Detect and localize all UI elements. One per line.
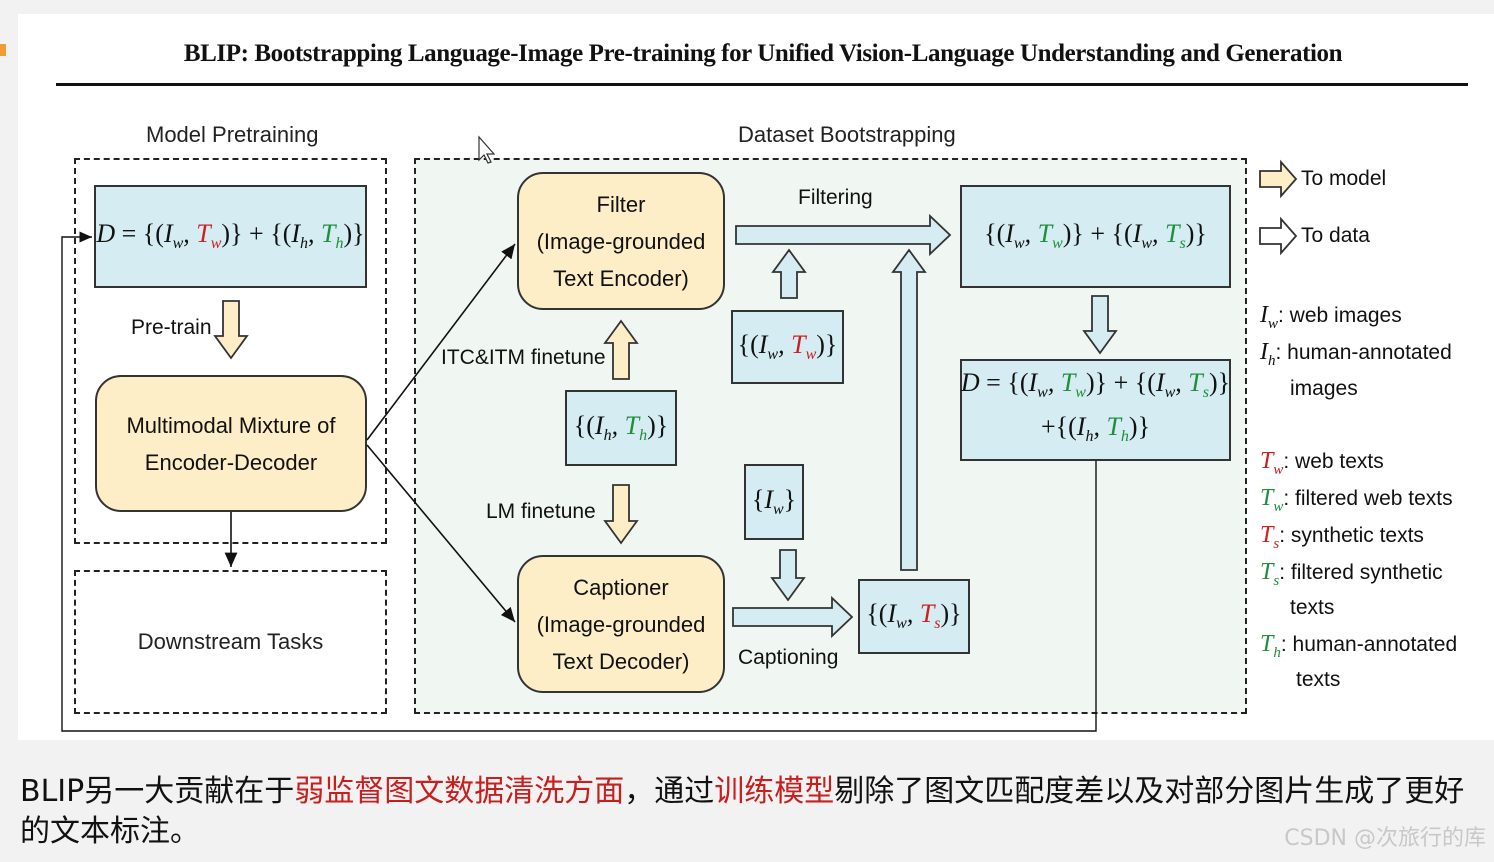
- legend-to-data-arrow: [1259, 216, 1298, 256]
- legend-to-data: To data: [1301, 224, 1370, 247]
- lm-finetune-arrow: [603, 484, 639, 545]
- mixture-line-2: Encoder-Decoder: [144, 449, 318, 475]
- legend-th: Th: human-annotated: [1260, 631, 1458, 661]
- filter-model-box: Filter (Image-grounded Text Encoder): [517, 172, 725, 310]
- slide-caption: BLIP另一大贡献在于弱监督图文数据清洗方面，通过训练模型剔除了图文匹配度差以及…: [20, 772, 1490, 852]
- legend-ts-red-text: : synthetic texts: [1279, 524, 1424, 547]
- slide-title: BLIP: Bootstrapping Language-Image Pre-t…: [183, 40, 1343, 67]
- watermark: CSDN @次旅行的库: [1284, 826, 1486, 851]
- legend-tw-red: Tw: web texts: [1260, 448, 1384, 478]
- filter-line-3: Text Encoder): [553, 265, 689, 291]
- captioner-line-2: (Image-grounded: [536, 611, 706, 637]
- mouse-cursor-icon: [478, 135, 496, 164]
- web-pairs-box: {(Iw, Tw)}: [731, 310, 844, 384]
- caption-part-1: BLIP另一大贡献在于: [20, 774, 295, 809]
- legend-tw-red-text: : web texts: [1283, 450, 1384, 473]
- legend-ih-text: : human-annotated: [1275, 341, 1452, 364]
- section-model-pretraining: Model Pretraining: [146, 122, 319, 147]
- synthetic-pairs-box: {(Iw, Ts)}: [858, 579, 970, 654]
- pretrain-arrow: [213, 300, 249, 360]
- downstream-label: Downstream Tasks: [137, 629, 324, 654]
- web-images-down-arrow: [770, 549, 806, 602]
- legend-ts-green: Ts: filtered synthetic: [1260, 559, 1443, 589]
- itc-itm-arrow: [603, 319, 639, 380]
- web-images-box: {Iw}: [744, 464, 804, 540]
- lm-finetune-label: LM finetune: [486, 500, 596, 523]
- legend-ih-cont: images: [1290, 377, 1358, 400]
- legend-iw: Iw: web images: [1260, 302, 1402, 332]
- bootstrapped-dataset-box: D = {(Iw, Tw)} + {(Iw, Ts)} +{(Ih, Th)}: [960, 359, 1231, 461]
- filtering-arrow: [735, 213, 952, 257]
- mixture-line-1: Multimodal Mixture of: [126, 412, 336, 438]
- caption-part-2: ，通过: [624, 774, 715, 809]
- caption-highlight-2: 训练模型: [714, 774, 835, 809]
- caption-part-3: 剔除了图文匹配度差以及对部分图片生成了更好的文本标注。: [20, 774, 1465, 849]
- filter-line-1: Filter: [596, 191, 646, 217]
- filtering-label: Filtering: [798, 186, 873, 209]
- downstream-region: Downstream Tasks: [74, 570, 387, 714]
- legend-tw-green: Tw: filtered web texts: [1260, 485, 1453, 515]
- pretrain-label: Pre-train: [131, 316, 212, 339]
- itc-itm-label: ITC&ITM finetune: [441, 346, 606, 369]
- legend-iw-text: : web images: [1278, 304, 1402, 327]
- mixture-model-box: Multimodal Mixture of Encoder-Decoder: [95, 375, 367, 512]
- legend-ts-red: Ts: synthetic texts: [1260, 522, 1424, 552]
- legend-tw-green-text: : filtered web texts: [1283, 487, 1453, 510]
- synthetic-up-arrow: [891, 248, 927, 571]
- captioner-line-3: Text Decoder): [552, 648, 690, 674]
- mixture-to-captioner-line: [366, 444, 516, 623]
- legend-to-model: To model: [1301, 167, 1387, 190]
- legend-ts-green-cont: texts: [1290, 596, 1335, 619]
- legend-th-text: : human-annotated: [1280, 633, 1458, 656]
- feedback-loop-line: [61, 231, 1097, 732]
- web-pairs-up-arrow: [771, 248, 807, 299]
- captioner-model-box: Captioner (Image-grounded Text Decoder): [517, 555, 725, 693]
- filter-line-2: (Image-grounded: [536, 228, 706, 254]
- filtered-down-arrow: [1082, 295, 1118, 355]
- section-dataset-bootstrapping: Dataset Bootstrapping: [738, 122, 956, 147]
- title-rule: [56, 83, 1468, 86]
- pretrain-dataset-box: D = {(Iw, Tw)} + {(Ih, Th)}: [94, 185, 367, 288]
- mixture-to-filter-line: [366, 243, 516, 441]
- legend-ts-green-text: : filtered synthetic: [1279, 561, 1443, 584]
- captioner-line-1: Captioner: [573, 574, 669, 600]
- legend-ih: Ih: human-annotated: [1260, 339, 1452, 369]
- filtered-pairs-box: {(Iw, Tw)} + {(Iw, Ts)}: [960, 185, 1231, 288]
- slide-marker: [0, 44, 6, 56]
- caption-highlight-1: 弱监督图文数据清洗方面: [294, 774, 625, 809]
- legend-th-cont: texts: [1296, 668, 1341, 691]
- legend-to-model-arrow: [1259, 159, 1298, 199]
- human-pairs-box: {(Ih, Th)}: [565, 390, 677, 466]
- captioning-label: Captioning: [738, 646, 839, 669]
- captioning-arrow: [732, 595, 854, 639]
